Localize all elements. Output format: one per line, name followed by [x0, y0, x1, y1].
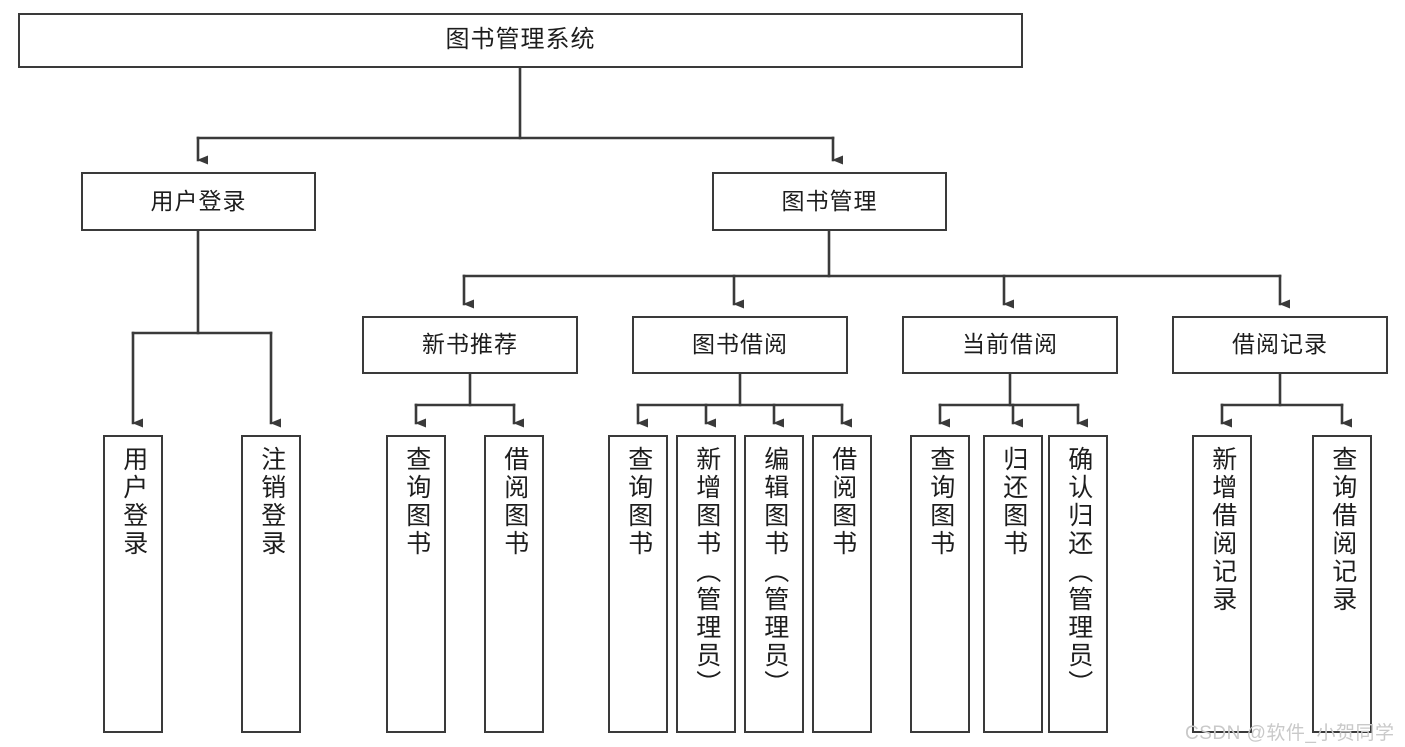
node-leaf-borrow-book-new[interactable]: 借阅图书 — [484, 435, 544, 733]
node-leaf-add-borrow-record[interactable]: 新增借阅记录 — [1192, 435, 1252, 733]
node-leaf-return-book[interactable]: 归还图书 — [983, 435, 1043, 733]
node-borrow-record-label: 借阅记录 — [1232, 331, 1328, 358]
node-leaf-query-book-borrow-label: 查询图书 — [624, 446, 653, 558]
node-borrow-record[interactable]: 借阅记录 — [1172, 316, 1388, 374]
node-leaf-query-borrow-record[interactable]: 查询借阅记录 — [1312, 435, 1372, 733]
node-leaf-add-borrow-record-label: 新增借阅记录 — [1208, 446, 1237, 614]
node-book-management[interactable]: 图书管理 — [712, 172, 947, 231]
node-root[interactable]: 图书管理系统 — [18, 13, 1023, 68]
node-leaf-borrow-book[interactable]: 借阅图书 — [812, 435, 872, 733]
node-leaf-user-logout[interactable]: 注销登录 — [241, 435, 301, 733]
node-leaf-query-book-current[interactable]: 查询图书 — [910, 435, 970, 733]
node-leaf-query-book-current-label: 查询图书 — [926, 446, 955, 558]
node-user-login-label: 用户登录 — [150, 187, 247, 214]
watermark: CSDN @软件_小贺同学 — [1185, 723, 1395, 744]
node-user-login[interactable]: 用户登录 — [81, 172, 316, 231]
node-leaf-confirm-return[interactable]: 确认归还（管理员） — [1048, 435, 1108, 733]
node-leaf-query-borrow-record-label: 查询借阅记录 — [1328, 446, 1357, 614]
node-current-borrow-label: 当前借阅 — [962, 331, 1058, 358]
node-root-label: 图书管理系统 — [445, 26, 596, 54]
node-book-borrow-label: 图书借阅 — [692, 331, 788, 358]
node-leaf-borrow-book-label: 借阅图书 — [828, 446, 857, 558]
node-leaf-user-login-label: 用户登录 — [119, 446, 148, 558]
node-leaf-query-book-new[interactable]: 查询图书 — [386, 435, 446, 733]
node-leaf-query-book-borrow[interactable]: 查询图书 — [608, 435, 668, 733]
node-leaf-borrow-book-new-label: 借阅图书 — [500, 446, 529, 558]
node-book-management-label: 图书管理 — [781, 187, 878, 214]
node-leaf-query-book-new-label: 查询图书 — [402, 446, 431, 558]
node-leaf-user-login[interactable]: 用户登录 — [103, 435, 163, 733]
node-leaf-confirm-return-label: 确认归还（管理员） — [1064, 446, 1093, 698]
node-leaf-add-book[interactable]: 新增图书（管理员） — [676, 435, 736, 733]
node-leaf-return-book-label: 归还图书 — [999, 446, 1028, 558]
node-new-book-recommend-label: 新书推荐 — [422, 331, 518, 358]
node-new-book-recommend[interactable]: 新书推荐 — [362, 316, 578, 374]
node-current-borrow[interactable]: 当前借阅 — [902, 316, 1118, 374]
node-leaf-add-book-label: 新增图书（管理员） — [692, 446, 721, 698]
node-book-borrow[interactable]: 图书借阅 — [632, 316, 848, 374]
node-leaf-edit-book[interactable]: 编辑图书（管理员） — [744, 435, 804, 733]
node-leaf-user-logout-label: 注销登录 — [257, 446, 286, 558]
node-leaf-edit-book-label: 编辑图书（管理员） — [760, 446, 789, 698]
